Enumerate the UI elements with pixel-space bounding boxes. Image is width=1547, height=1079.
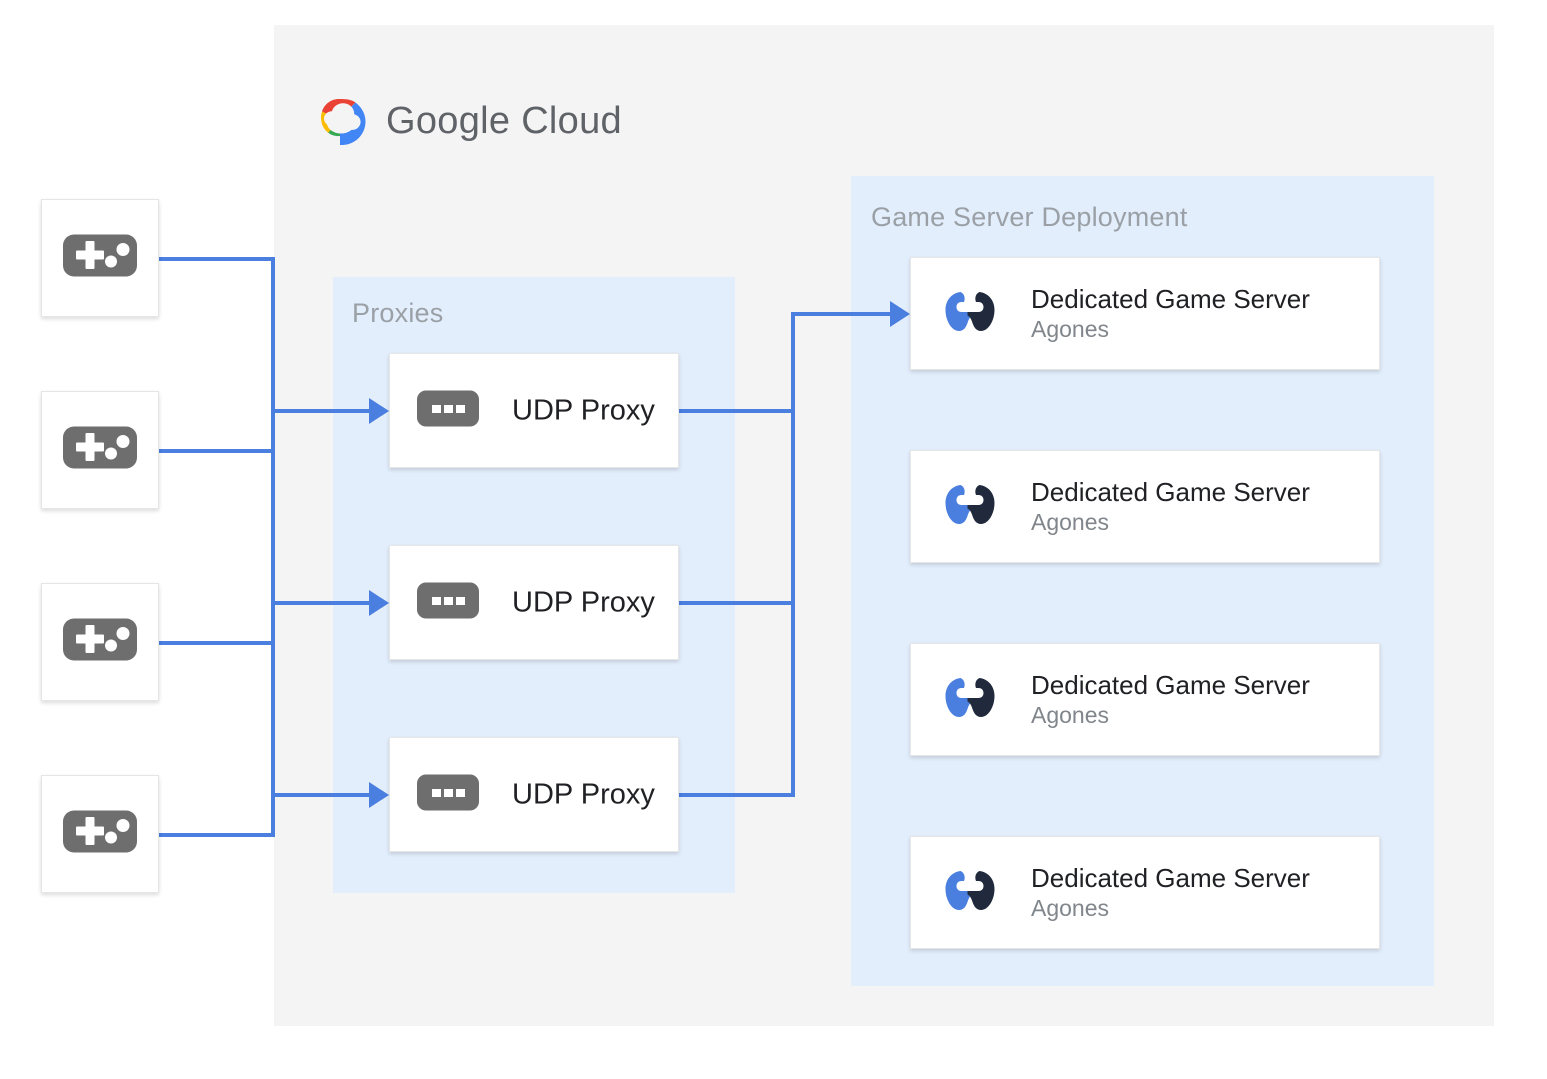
gamepad-icon [63,807,137,862]
google-cloud-brand-label: Google Cloud [386,100,622,142]
google-cloud-logo-icon [310,96,368,148]
dedicated-game-server-title: Dedicated Game Server [1031,669,1310,700]
agones-logo-icon [939,285,1001,342]
wire-proxy-bus [791,312,795,797]
dedicated-game-server-card-4[interactable]: Dedicated Game Server Agones [910,836,1380,949]
dedicated-game-server-subtitle: Agones [1031,509,1110,536]
dedicated-game-server-card-1[interactable]: Dedicated Game Server Agones [910,257,1380,370]
arrowhead-to-proxy3 [369,782,389,808]
dedicated-game-server-card-3[interactable]: Dedicated Game Server Agones [910,643,1380,756]
gamepad-icon [63,615,137,670]
dedicated-game-server-subtitle: Agones [1031,702,1110,729]
wire-proxy1-to-bus [679,409,795,413]
client-box-1[interactable] [41,199,159,317]
wire-bus-to-proxy3 [271,793,371,797]
udp-proxy-label: UDP Proxy [512,394,655,426]
gamepad-icon [63,231,137,286]
dedicated-game-server-subtitle: Agones [1031,895,1110,922]
udp-proxy-card-2[interactable]: UDP Proxy [389,545,679,660]
arrowhead-to-proxy1 [369,398,389,424]
agones-logo-icon [939,478,1001,535]
udp-proxy-label: UDP Proxy [512,586,655,618]
client-box-3[interactable] [41,583,159,701]
wire-client2-to-bus [159,449,275,453]
gamepad-icon [63,423,137,478]
wire-bus-to-gameserver1 [791,312,893,316]
dedicated-game-server-title: Dedicated Game Server [1031,862,1310,893]
wire-client4-to-bus [159,833,275,837]
server-icon [417,774,479,815]
agones-logo-icon [939,671,1001,728]
dedicated-game-server-title: Dedicated Game Server [1031,476,1310,507]
client-box-4[interactable] [41,775,159,893]
game-server-deployment-label: Game Server Deployment [871,202,1188,232]
client-box-2[interactable] [41,391,159,509]
arrowhead-to-proxy2 [369,590,389,616]
wire-client3-to-bus [159,641,275,645]
udp-proxy-card-3[interactable]: UDP Proxy [389,737,679,852]
wire-proxy2-to-bus [679,601,795,605]
proxies-group-label: Proxies [352,298,444,328]
server-icon [417,390,479,431]
arrowhead-to-gameserver1 [890,301,910,327]
wire-proxy3-to-bus [679,793,795,797]
wire-bus-to-proxy2 [271,601,371,605]
dedicated-game-server-card-2[interactable]: Dedicated Game Server Agones [910,450,1380,563]
dedicated-game-server-subtitle: Agones [1031,316,1110,343]
wire-client1-to-bus [159,257,275,261]
server-icon [417,582,479,623]
wire-client-bus [271,257,275,837]
udp-proxy-label: UDP Proxy [512,778,655,810]
dedicated-game-server-title: Dedicated Game Server [1031,283,1310,314]
udp-proxy-card-1[interactable]: UDP Proxy [389,353,679,468]
agones-logo-icon [939,864,1001,921]
wire-bus-to-proxy1 [271,409,371,413]
